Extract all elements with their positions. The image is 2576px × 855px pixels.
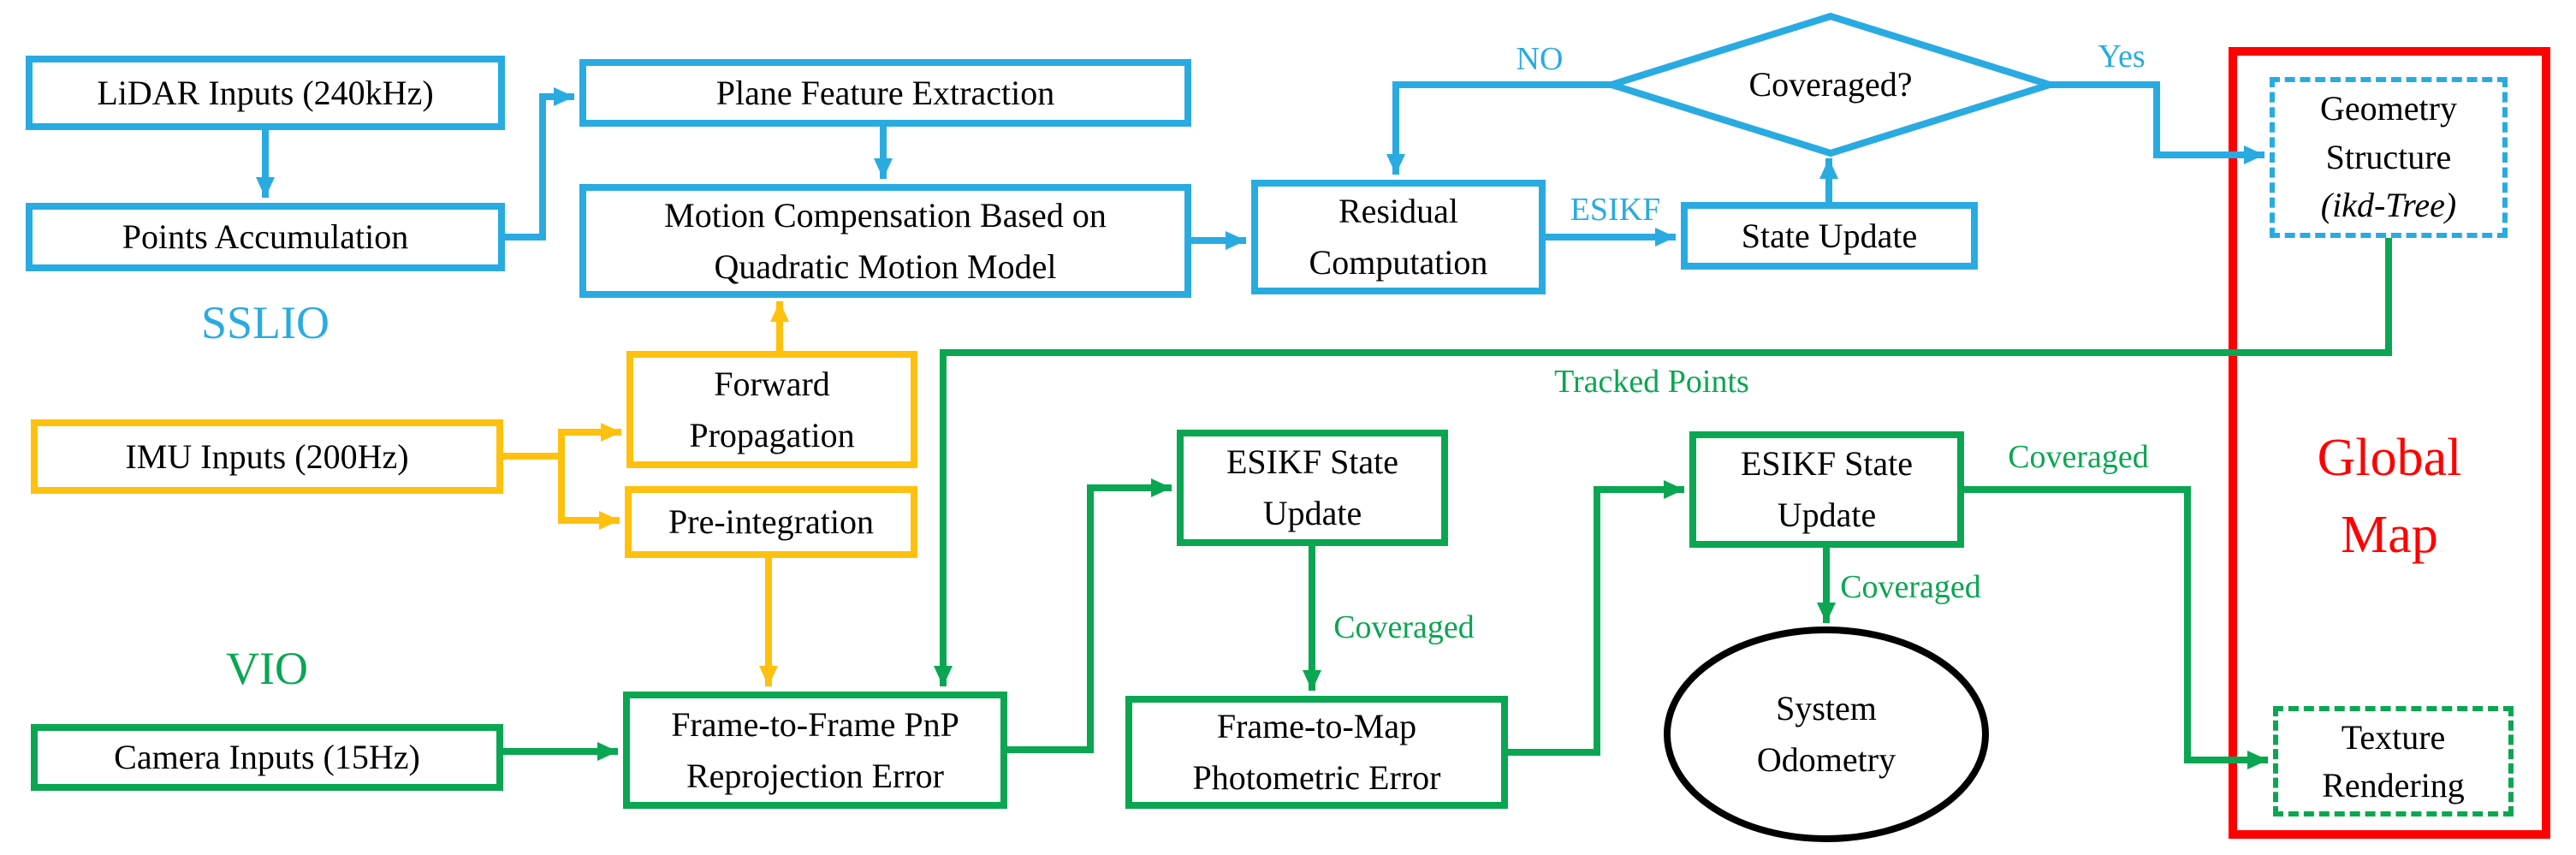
node-lidar-inputs: LiDAR Inputs (240kHz) [26,56,505,130]
node-residual-computation-label: Residual Computation [1309,192,1488,282]
node-geometry-structure: Geometry Structure (ikd-Tree) [2270,77,2508,238]
vio-text: VIO [226,643,308,695]
geometry-structure-detail: (ikd-Tree) [2320,186,2457,225]
coveraged-2-text: Coveraged [1840,569,1981,606]
edge-points-to-plane [505,87,574,240]
edge-label-coveraged-1: Coveraged [1316,609,1492,648]
system-odometry-text: System Odometry [1756,689,1896,779]
edge-label-no: NO [1493,39,1587,80]
vio-section-label: VIO [160,643,374,696]
esikf-text: ESIKF [1570,192,1661,229]
edge-photometric-to-esikf2 [1508,480,1684,756]
node-state-update-label: State Update [1741,216,1918,255]
node-frame-to-map-photometric-label: Frame-to-Map Photometric Error [1192,707,1441,797]
node-camera-inputs: Camera Inputs (15Hz) [31,724,503,791]
edge-decision-yes-to-geometry [2050,81,2264,164]
edge-esikf2-to-texture [1964,486,2268,769]
node-residual-computation: Residual Computation [1251,180,1546,294]
edge-imu-to-preintegration [558,456,620,530]
coveraged-1-text: Coveraged [1333,609,1475,646]
node-state-update: State Update [1681,202,1978,270]
node-texture-rendering: Texture Rendering [2273,706,2514,816]
node-system-odometry-label: System Odometry [1698,666,1955,803]
geometry-structure-content: Geometry Structure (ikd-Tree) [2320,36,2457,279]
edge-label-coveraged-2: Coveraged [1823,568,1998,608]
tracked-points-text: Tracked Points [1554,364,1749,401]
edge-pnp-to-esikf1 [1007,478,1172,753]
edge-label-coveraged-3: Coveraged [1991,438,2166,478]
edge-label-esikf: ESIKF [1549,192,1682,229]
node-forward-propagation-label: Forward Propagation [689,364,855,454]
edge-decision-no-to-residual [1386,81,1611,175]
decision-label: Coveraged? [1702,62,1959,108]
node-plane-feature-extraction-label: Plane Feature Extraction [715,73,1055,112]
coveraged-3-text: Coveraged [2008,439,2149,476]
edge-label-tracked-points: Tracked Points [1532,363,1772,402]
node-motion-compensation-label: Motion Compensation Based on Quadratic M… [664,195,1107,286]
edge-label-yes: Yes [2074,37,2169,78]
node-esikf-state-update-1: ESIKF State Update [1177,430,1448,546]
node-imu-inputs: IMU Inputs (200Hz) [31,419,503,494]
node-frame-to-frame-pnp: Frame-to-Frame PnP Reprojection Error [623,692,1007,809]
decision-text: Coveraged? [1748,65,1913,104]
no-text: NO [1516,41,1564,78]
edge-imu-to-forward [558,423,621,456]
node-forward-propagation: Forward Propagation [626,351,917,468]
node-motion-compensation: Motion Compensation Based on Quadratic M… [579,184,1191,298]
node-texture-rendering-label: Texture Rendering [2322,717,2465,805]
node-pre-integration: Pre-integration [625,486,917,558]
node-points-accumulation: Points Accumulation [26,203,505,271]
yes-text: Yes [2098,39,2146,75]
decision-diamond [1600,12,2062,157]
sslio-text: SSLIO [200,297,330,349]
node-points-accumulation-label: Points Accumulation [122,217,409,256]
global-map-text: Global Map [2317,429,2462,564]
global-map-title: Global Map [2261,416,2518,579]
node-imu-inputs-label: IMU Inputs (200Hz) [125,436,409,476]
geometry-structure-label: Geometry Structure [2320,88,2457,176]
node-frame-to-frame-pnp-label: Frame-to-Frame PnP Reprojection Error [671,704,959,795]
node-esikf-state-update-2: ESIKF State Update [1689,431,1964,548]
node-frame-to-map-photometric: Frame-to-Map Photometric Error [1125,696,1508,809]
node-pre-integration-label: Pre-integration [668,502,874,541]
edge-geometry-trackedpoints-to-pnp [934,238,2392,686]
node-esikf-state-update-1-label: ESIKF State Update [1226,442,1399,532]
node-camera-inputs-label: Camera Inputs (15Hz) [114,738,420,776]
node-esikf-state-update-2-label: ESIKF State Update [1740,444,1914,534]
node-plane-feature-extraction: Plane Feature Extraction [579,59,1191,127]
sslio-section-label: SSLIO [158,296,372,351]
node-lidar-inputs-label: LiDAR Inputs (240kHz) [97,73,434,112]
odometry-ellipse [1664,626,1989,842]
